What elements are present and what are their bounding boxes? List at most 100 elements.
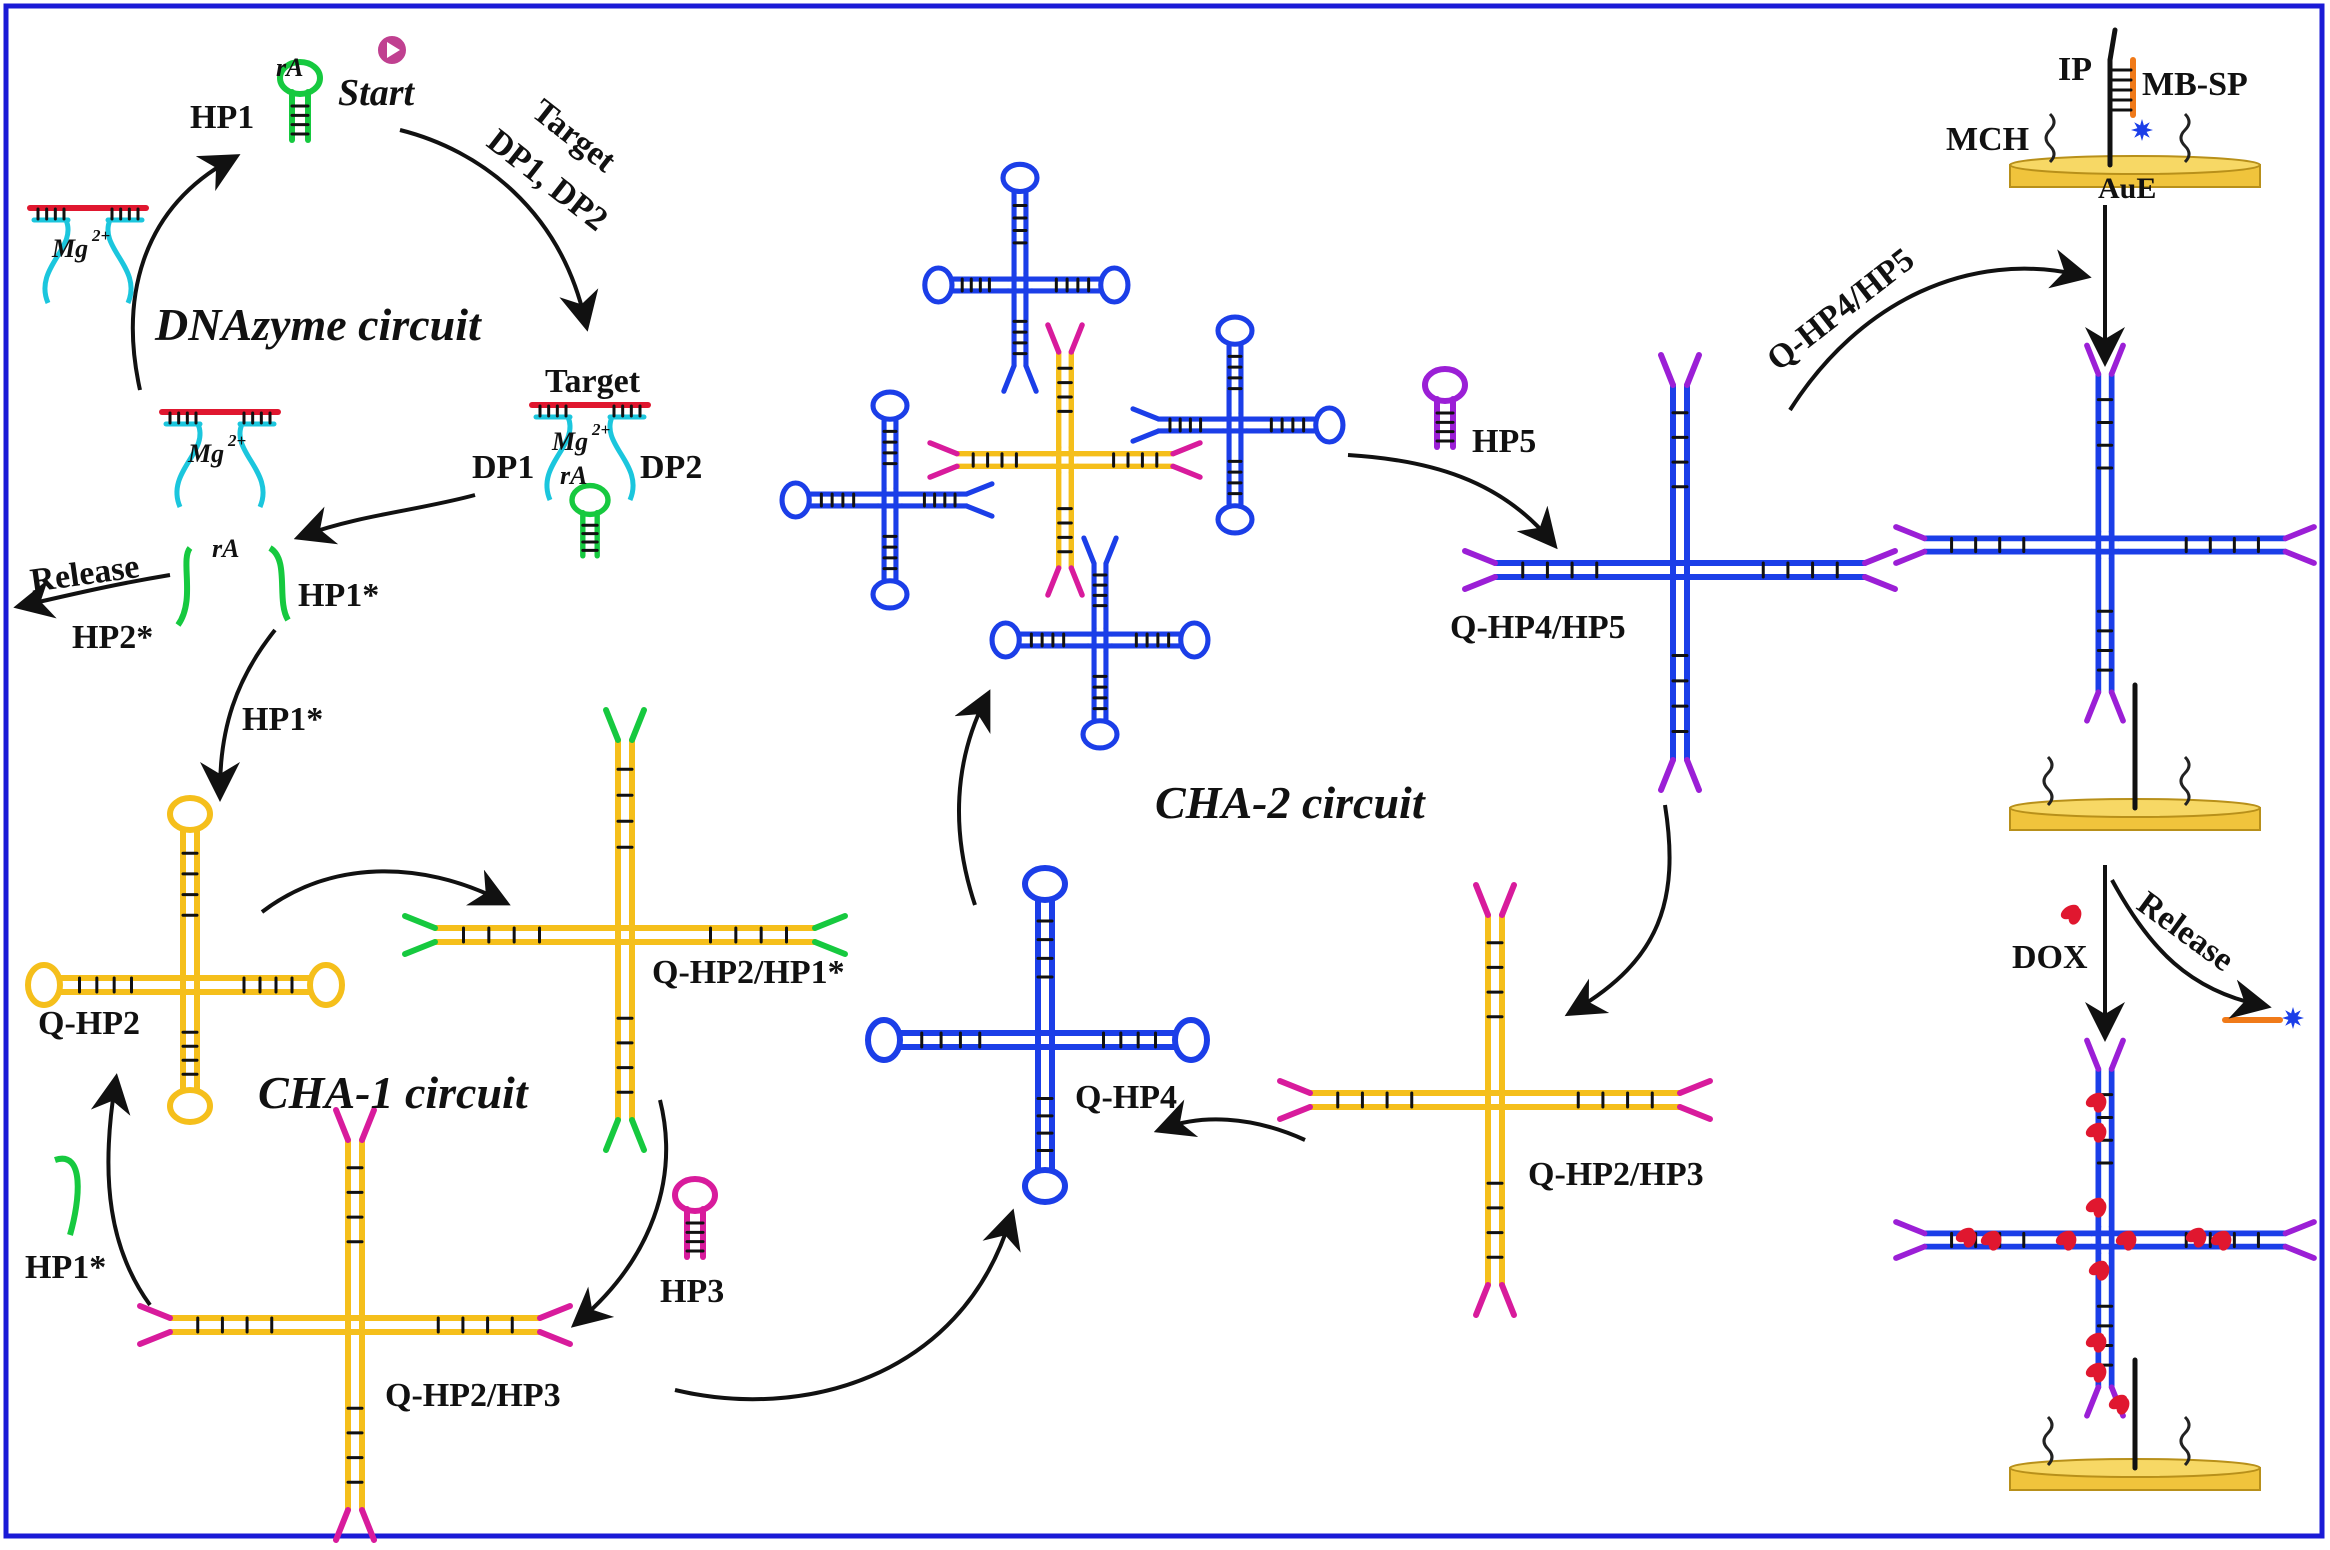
enzyme-strand — [105, 219, 134, 304]
cha2-bottom-junction — [989, 535, 1211, 751]
fork-strand — [1677, 1104, 1713, 1122]
fork-strand — [812, 913, 848, 931]
hairpin-loop — [672, 1176, 718, 1214]
q-hp2-hp1-label: Q-HP2/HP1* — [652, 954, 845, 991]
base-pair-rungs — [78, 976, 133, 994]
cha2-right-junction — [1130, 314, 1346, 536]
cha1-bind-arrow — [260, 869, 511, 914]
dox-molecule — [2123, 1233, 2137, 1251]
base-pair-rungs — [1134, 632, 1171, 648]
dox-molecule — [2063, 1233, 2077, 1251]
base-pair-rungs — [1029, 632, 1066, 648]
base-pair-rungs — [196, 1316, 274, 1334]
fork-strand — [359, 1107, 377, 1143]
base-pair-rungs — [346, 1406, 364, 1484]
base-pair-rungs — [1036, 1097, 1054, 1152]
fork-strand — [1473, 882, 1491, 918]
frame-border — [3, 3, 2325, 1539]
fork-strand — [1684, 757, 1702, 793]
left-complex-mg-sup: 2+ — [91, 226, 110, 245]
hairpin-loop — [1022, 865, 1068, 903]
dp1-label: DP1 — [472, 449, 534, 486]
base-pair-rungs — [1761, 561, 1839, 579]
hairpin-loop — [1098, 265, 1131, 305]
base-pair-rungs — [2109, 68, 2133, 112]
q-hp4-hp5-junction — [1462, 352, 1898, 793]
dox-molecule — [2218, 1233, 2232, 1251]
fork-strand — [2282, 1243, 2317, 1261]
cha2-feed-arrow — [954, 689, 991, 906]
fork-strand — [1068, 322, 1085, 355]
dox-molecule — [2193, 1230, 2207, 1248]
target-dnazyme-complex — [529, 402, 651, 501]
base-pair-rungs — [1092, 573, 1108, 608]
fork-strand — [1045, 322, 1062, 355]
fork-strand — [629, 1117, 647, 1153]
hairpin-loop — [1313, 405, 1346, 445]
hairpin-loop — [307, 962, 345, 1008]
fork-strand — [927, 463, 960, 480]
hairpin-loop — [870, 578, 910, 611]
fork-strand — [1862, 574, 1898, 592]
base-pair-rungs — [462, 926, 541, 944]
hairpin-loop — [25, 962, 63, 1008]
cha2-disassembly-arrow — [1564, 804, 1672, 1017]
left-complex-mg-label: Mg — [51, 234, 88, 263]
base-pair-rungs — [1671, 654, 1689, 733]
cha1-circuit-title: CHA-1 circuit — [258, 1067, 529, 1118]
complex-mg-sup: 2+ — [591, 420, 610, 439]
base-pair-rungs — [290, 104, 310, 136]
fork-strand — [333, 1107, 351, 1143]
fork-strand — [1684, 352, 1702, 388]
fork-strand — [2282, 548, 2317, 566]
fork-strand — [1893, 524, 1928, 542]
base-pair-rungs — [1036, 919, 1054, 979]
q-hp2-hp1-junction — [402, 707, 848, 1153]
base-pair-rungs — [1102, 1031, 1157, 1049]
fork-strand — [402, 939, 438, 957]
dox-molecule — [2093, 1335, 2107, 1353]
fork-strand — [1893, 548, 1928, 566]
enzyme-strand — [544, 416, 573, 501]
hairpin-loop — [870, 389, 910, 422]
hairpin-loop — [1215, 503, 1255, 536]
complex-ra-label: rA — [560, 461, 587, 490]
released-methylene-blue-marker — [2282, 1007, 2304, 1029]
ip-label: IP — [2058, 51, 2092, 88]
fork-strand — [1893, 1219, 1928, 1237]
mch-squiggle-mid-left — [2042, 755, 2054, 807]
hp1-label: HP1 — [190, 99, 254, 136]
fork-strand — [2084, 342, 2102, 377]
base-pair-rungs — [882, 534, 898, 571]
fork-strand — [537, 1329, 573, 1347]
base-pair-rungs — [1057, 507, 1073, 554]
aue-label: AuE — [2098, 172, 2156, 205]
fork-strand — [1277, 1078, 1313, 1096]
dox-molecule — [2093, 1365, 2107, 1383]
base-pair-rungs — [36, 207, 66, 221]
hp1-star-strand — [268, 545, 291, 622]
fork-strand — [1473, 1282, 1491, 1318]
base-pair-rungs — [1521, 561, 1599, 579]
methylene-blue-marker — [2131, 119, 2153, 141]
hp3-hairpin — [672, 1176, 718, 1260]
hairpin-loop — [569, 482, 611, 518]
fork-strand — [603, 1117, 621, 1153]
base-pair-rungs — [1054, 277, 1091, 293]
fork-strand — [963, 503, 995, 519]
cleavage-arrow — [293, 493, 476, 545]
base-pair-rungs — [616, 767, 634, 849]
base-pair-rungs — [922, 492, 957, 508]
fork-strand — [1130, 406, 1162, 422]
electrode-dox-junction — [1893, 1037, 2317, 1419]
fork-strand — [2084, 1037, 2102, 1072]
fork-strand — [2282, 524, 2317, 542]
base-pair-rungs — [1168, 417, 1203, 433]
enzyme-strand — [42, 219, 71, 304]
fork-strand — [1499, 1282, 1517, 1318]
fork-strand — [1462, 574, 1498, 592]
free-hp1-star-strand — [54, 1155, 81, 1236]
fork-strand — [1277, 1104, 1313, 1122]
electrode-top — [2009, 155, 2261, 188]
cha2-recycle-arrow — [1153, 1099, 1306, 1142]
